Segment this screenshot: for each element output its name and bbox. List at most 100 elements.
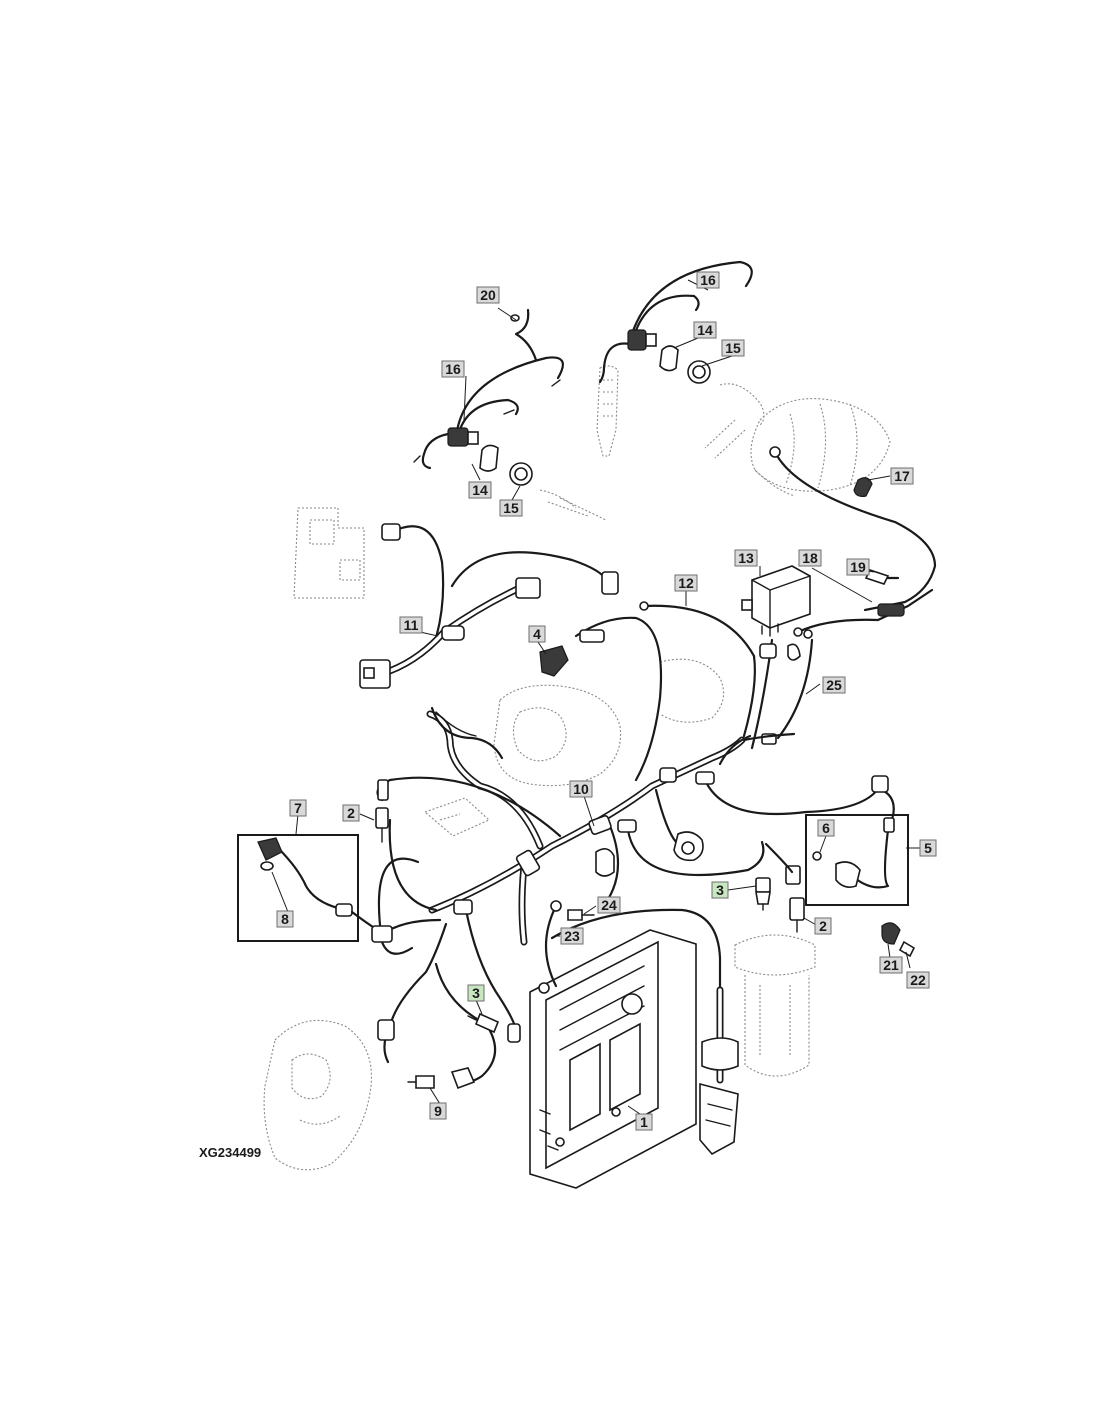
callout-21: 21 <box>879 956 903 974</box>
callout-15: 15 <box>499 499 523 517</box>
callout-box <box>441 360 465 378</box>
callout-23: 23 <box>560 927 584 945</box>
callout-number: 13 <box>738 550 754 566</box>
detail-box-7 <box>237 834 393 943</box>
callout-box <box>814 917 832 935</box>
callout-number: 1 <box>640 1114 648 1130</box>
callout-11: 11 <box>399 616 423 634</box>
callout-16: 16 <box>696 271 720 289</box>
callout-number: 18 <box>802 550 818 566</box>
callout-number: 3 <box>472 985 480 1001</box>
callout-number: 9 <box>434 1103 442 1119</box>
callout-box <box>919 839 937 857</box>
figure-id-label: XG234499 <box>199 1145 262 1160</box>
callout-number: 16 <box>700 272 716 288</box>
callout-number: 2 <box>819 918 827 934</box>
callout-box <box>693 321 717 339</box>
callout-number: 3 <box>716 882 724 898</box>
callout-number: 23 <box>564 928 580 944</box>
injector-harness-right <box>598 260 753 384</box>
callout-box <box>734 549 758 567</box>
callout-box <box>429 1102 447 1120</box>
callout-number: 15 <box>725 340 741 356</box>
callout-8: 8 <box>276 910 294 928</box>
callout-number: 8 <box>281 911 289 927</box>
clamp-21-bolt-22 <box>881 922 916 958</box>
callout-number: 2 <box>347 805 355 821</box>
callout-box <box>560 927 584 945</box>
callout-9: 9 <box>429 1102 447 1120</box>
callout-17: 17 <box>890 467 914 485</box>
callout-box <box>906 971 930 989</box>
callout-box <box>635 1113 653 1131</box>
callout-box <box>528 625 546 643</box>
callout-3: 3 <box>467 984 485 1002</box>
callout-3: 3 <box>711 881 729 899</box>
callout-number: 16 <box>445 361 461 377</box>
callout-number: 22 <box>910 972 926 988</box>
callout-22: 22 <box>906 971 930 989</box>
callout-box <box>890 467 914 485</box>
ghost-background-components <box>263 365 891 1171</box>
callout-number: 14 <box>472 482 488 498</box>
callout-number: 20 <box>480 287 496 303</box>
callout-number: 10 <box>573 781 589 797</box>
callout-box <box>721 339 745 357</box>
callout-24: 24 <box>597 896 621 914</box>
starter-cable <box>769 446 937 612</box>
callout-box <box>597 896 621 914</box>
callout-5: 5 <box>919 839 937 857</box>
callout-number: 5 <box>924 840 932 856</box>
callout-number: 12 <box>678 575 694 591</box>
callout-box <box>879 956 903 974</box>
callout-box <box>276 910 294 928</box>
main-harness-10 <box>376 706 882 1083</box>
harness-11 <box>359 523 619 689</box>
callout-box <box>822 676 846 694</box>
callout-number: 25 <box>826 677 842 693</box>
sensor-2-left <box>375 779 389 843</box>
callout-18: 18 <box>798 549 822 567</box>
callout-box <box>696 271 720 289</box>
callout-number: 17 <box>894 468 910 484</box>
sensor-9 <box>377 1019 476 1090</box>
callout-4: 4 <box>528 625 546 643</box>
callout-number: 7 <box>294 800 302 816</box>
leader-lines <box>271 279 920 1115</box>
callout-box <box>798 549 822 567</box>
callout-box <box>846 558 870 576</box>
wires-12-25 <box>639 601 814 750</box>
callout-20: 20 <box>476 286 500 304</box>
callout-number: 14 <box>697 322 713 338</box>
callout-1: 1 <box>635 1113 653 1131</box>
callout-number: 4 <box>533 626 541 642</box>
callout-box <box>289 799 307 817</box>
callout-box <box>499 499 523 517</box>
callout-box <box>569 780 593 798</box>
callout-2: 2 <box>814 917 832 935</box>
ecu-1 <box>529 900 739 1189</box>
callout-box <box>467 984 485 1002</box>
pigtail-20 <box>510 308 538 362</box>
callout-box <box>399 616 423 634</box>
callout-number: 21 <box>883 957 899 973</box>
callout-box <box>342 804 360 822</box>
callout-box <box>817 819 835 837</box>
callout-box <box>711 881 729 899</box>
callout-6: 6 <box>817 819 835 837</box>
callout-number: 11 <box>404 617 419 633</box>
callout-10: 10 <box>569 780 593 798</box>
callout-16: 16 <box>441 360 465 378</box>
callout-19: 19 <box>846 558 870 576</box>
callout-7: 7 <box>289 799 307 817</box>
callout-number: 15 <box>503 500 519 516</box>
sensor-3-right <box>755 877 771 911</box>
module-13-and-harness-18 <box>741 565 934 639</box>
callout-box <box>468 481 492 499</box>
callout-12: 12 <box>674 574 698 592</box>
callout-14: 14 <box>468 481 492 499</box>
callout-15: 15 <box>721 339 745 357</box>
